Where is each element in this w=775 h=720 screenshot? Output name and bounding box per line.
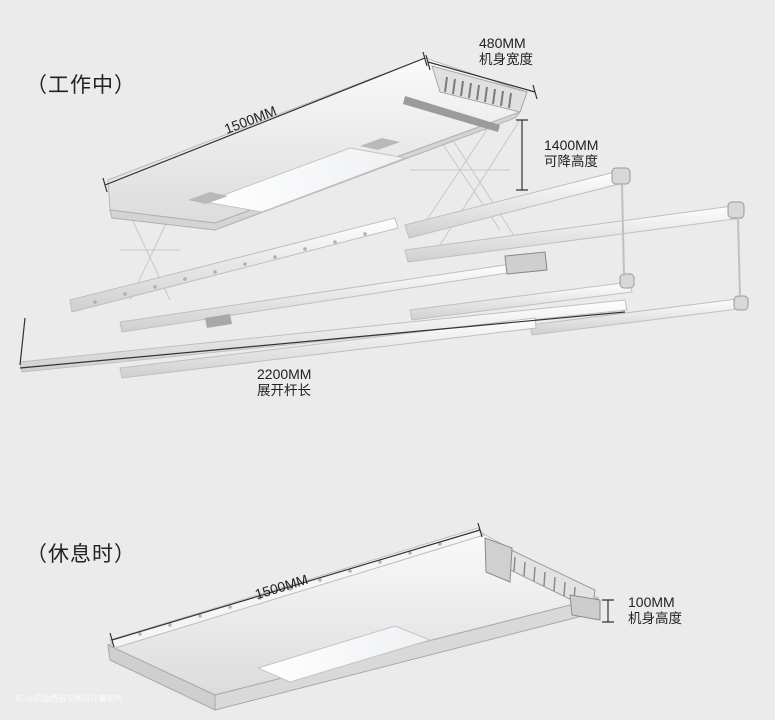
width-annotation: 480MM 机身宽度 [479,35,533,69]
vent-grille-right [360,138,400,150]
rod-value: 2200MM [257,366,312,382]
vent-grille-left [188,192,228,204]
folded-end-cap [569,594,601,621]
end-grille [431,65,528,113]
working-rack [19,57,749,379]
rod-annotation: 2200MM 展开杆长 [257,366,311,400]
rod-clip [205,314,232,328]
resting-rack [106,527,601,711]
folded-light-panel [256,625,432,683]
working-state-heading: （工作中） [26,73,136,97]
dimension-lines-bottom [109,522,614,648]
motor-block [403,96,500,132]
rod-holes [93,232,367,304]
folded-rod-holes [138,542,442,636]
vertical-links [621,183,741,299]
dimension-lines-top [19,51,626,369]
lift-caption: 可降高度 [544,154,598,170]
rod-end-caps [611,167,749,311]
rod-carriage [504,251,548,275]
end-grille-slots [444,76,512,109]
folded-bracket [484,537,513,583]
light-panel [203,147,407,213]
rod-caption: 展开杆长 [257,383,311,399]
body-height-value: 100MM [628,594,675,610]
housing-front [109,110,522,231]
width-value: 480MM [479,35,526,51]
watermark-text: IC.小红@西谷空间设计事务所 [16,694,123,703]
resting-state-heading: （休息时） [26,542,136,566]
width-caption: 机身宽度 [479,52,533,68]
lift-annotation: 1400MM 可降高度 [544,137,598,171]
body-height-annotation: 100MM 机身高度 [628,594,682,628]
body-height-caption: 机身高度 [628,611,682,627]
lift-value: 1400MM [544,137,599,153]
